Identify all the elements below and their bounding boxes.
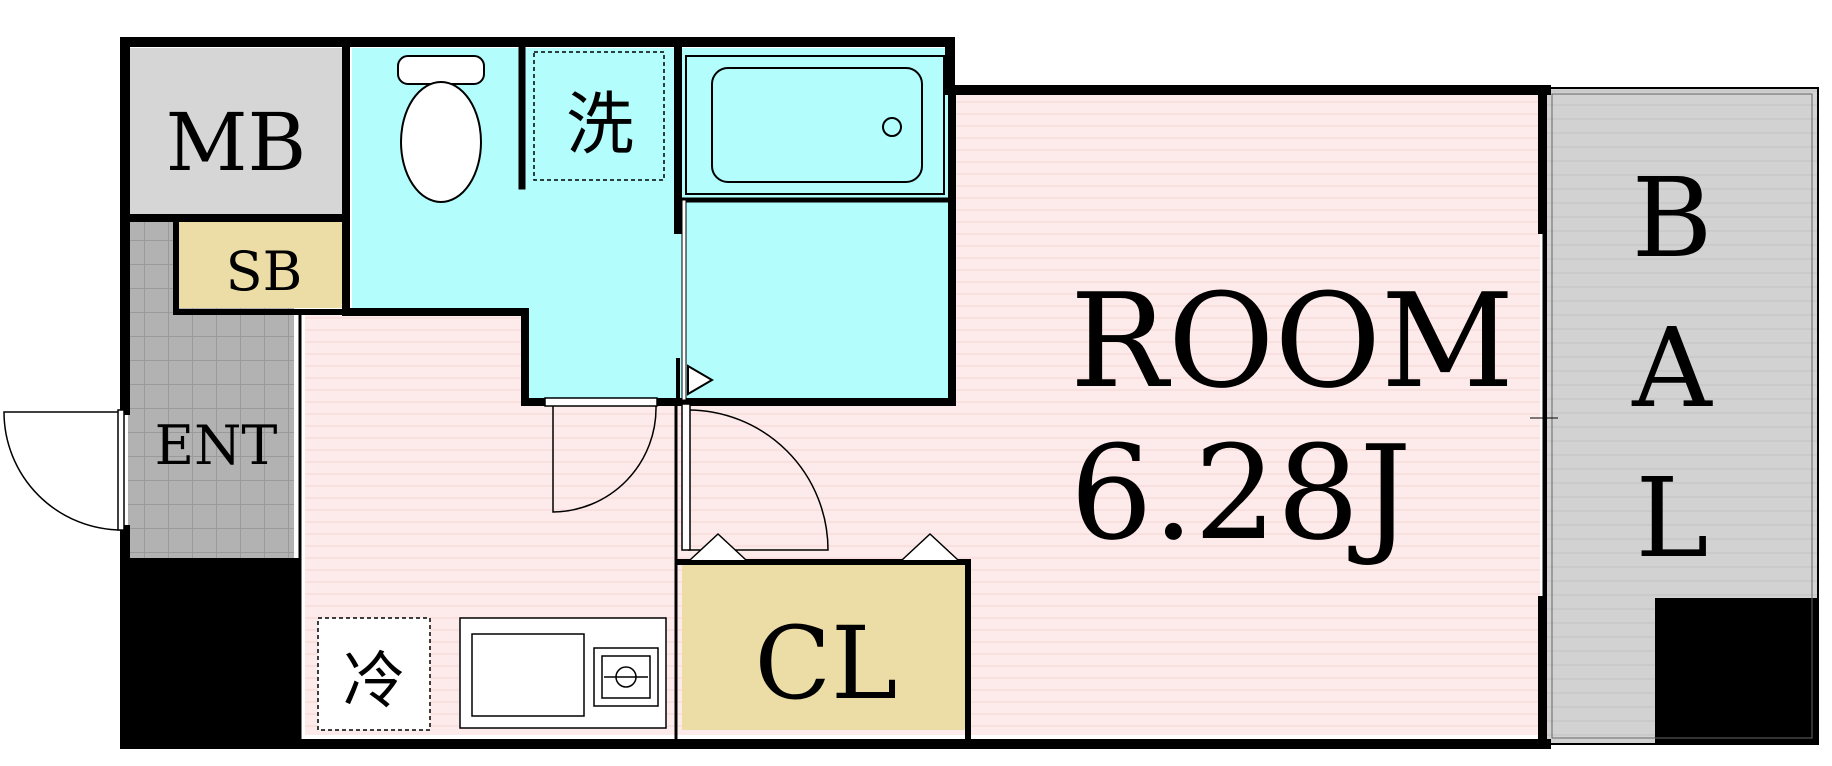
fridge-space [317,617,431,731]
meter-box-label: MB [166,96,307,189]
walls [120,37,1551,749]
room-door [681,403,829,551]
closet-doors [689,532,959,561]
balcony-label-a: A [1631,304,1713,432]
bathtub-icon [711,67,923,183]
entrance-label: ENT [155,414,278,477]
room-name-label: ROOM [1070,265,1514,417]
toilet-icon [397,55,485,203]
room-size-label: 6.28J [1070,417,1412,569]
shoe-box-label: SB [226,240,303,303]
fridge-label: 冷 [343,644,405,717]
closet-label: CL [755,605,898,722]
wall-block [122,558,300,744]
wash-label: 洗 [566,86,634,165]
door-swing-icon [3,409,125,531]
bath-door [544,397,658,513]
kitchen [459,617,667,729]
meter-box [128,48,346,216]
balcony [1545,87,1819,745]
sink-icon [471,633,585,717]
closet [682,565,966,730]
wet-fixtures [533,51,945,401]
balcony-label-l: L [1635,454,1708,582]
balcony-label-b: B [1632,154,1713,282]
